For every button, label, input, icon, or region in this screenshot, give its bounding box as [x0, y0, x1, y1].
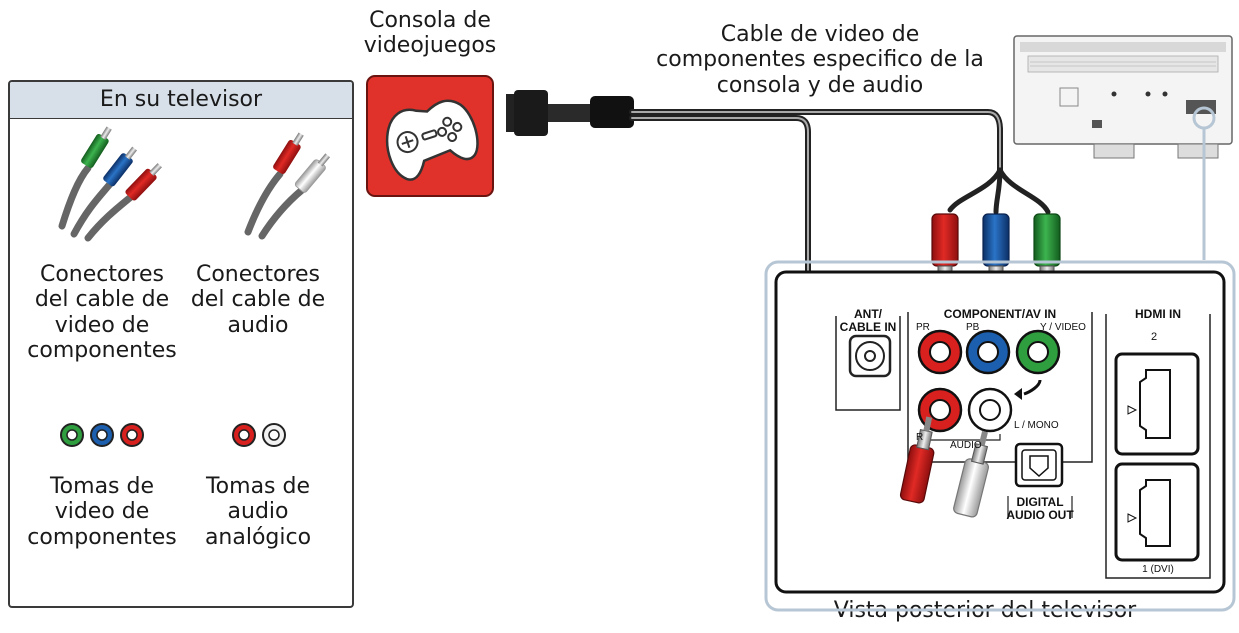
- ant-label-line1: ANT/: [854, 307, 883, 321]
- hdmi-2-label: 2: [1151, 331, 1157, 343]
- optical-jack: [1014, 442, 1064, 488]
- hdmi-port-1: [1114, 462, 1200, 562]
- game-console-icon: [366, 75, 494, 197]
- l-mono-label: L / MONO: [1014, 420, 1059, 431]
- jack-pr: [917, 329, 963, 375]
- pr-label: PR: [916, 322, 930, 333]
- console-label-line2: videojuegos: [363, 33, 497, 59]
- digital-label-line1: DIGITAL: [1016, 495, 1063, 509]
- jack-pb: [965, 329, 1011, 375]
- cable-label: Cable de video de componentes especifico…: [630, 22, 1010, 98]
- cable-label-line1: Cable de video de: [720, 22, 920, 47]
- y-video-label: Y / VIDEO: [1040, 322, 1086, 333]
- legend-box: En su televisor: [8, 80, 354, 608]
- legend-audio-connectors-label: Conectores del cable de audio: [190, 262, 326, 338]
- legend-component-connectors-label: Conectores del cable de video de compone…: [27, 262, 177, 363]
- hdmi-port-2: [1114, 352, 1200, 456]
- legend-component-jacks-label: Tomas de video de componentes: [27, 474, 177, 550]
- console-label: Consola de videojuegos: [340, 8, 520, 59]
- legend-header: En su televisor: [10, 82, 352, 119]
- tv-jack-panel: [764, 260, 1236, 612]
- pb-label: PB: [966, 322, 980, 333]
- jack-audio-l: [967, 387, 1013, 433]
- digital-label-line2: AUDIO OUT: [1006, 508, 1074, 522]
- hdmi-1-label: 1 (DVI): [1142, 564, 1174, 575]
- audio-plug-red: [899, 416, 935, 504]
- r-label: R: [916, 432, 923, 443]
- component-jacks-icon: [60, 423, 144, 447]
- audio-jacks-icon: [232, 423, 286, 447]
- cable-label-line2: componentes especifico de la: [656, 47, 984, 73]
- legend-audio-jacks-label: Tomas de audio analógico: [204, 474, 312, 550]
- component-av-in-label: COMPONENT/AV IN: [944, 307, 1056, 321]
- console-label-line1: Consola de: [369, 8, 491, 33]
- tv-back-icon: [1013, 35, 1233, 260]
- component-connectors-icon: [58, 126, 162, 242]
- ant-label-line2: CABLE IN: [840, 320, 897, 334]
- jack-y-video: [1015, 329, 1061, 375]
- audio-connectors-icon: [244, 132, 331, 240]
- cable-label-line3: consola y de audio: [716, 72, 924, 98]
- hdmi-in-label: HDMI IN: [1135, 307, 1181, 321]
- audio-plug-white: [953, 430, 989, 518]
- audio-label: AUDIO: [950, 440, 982, 451]
